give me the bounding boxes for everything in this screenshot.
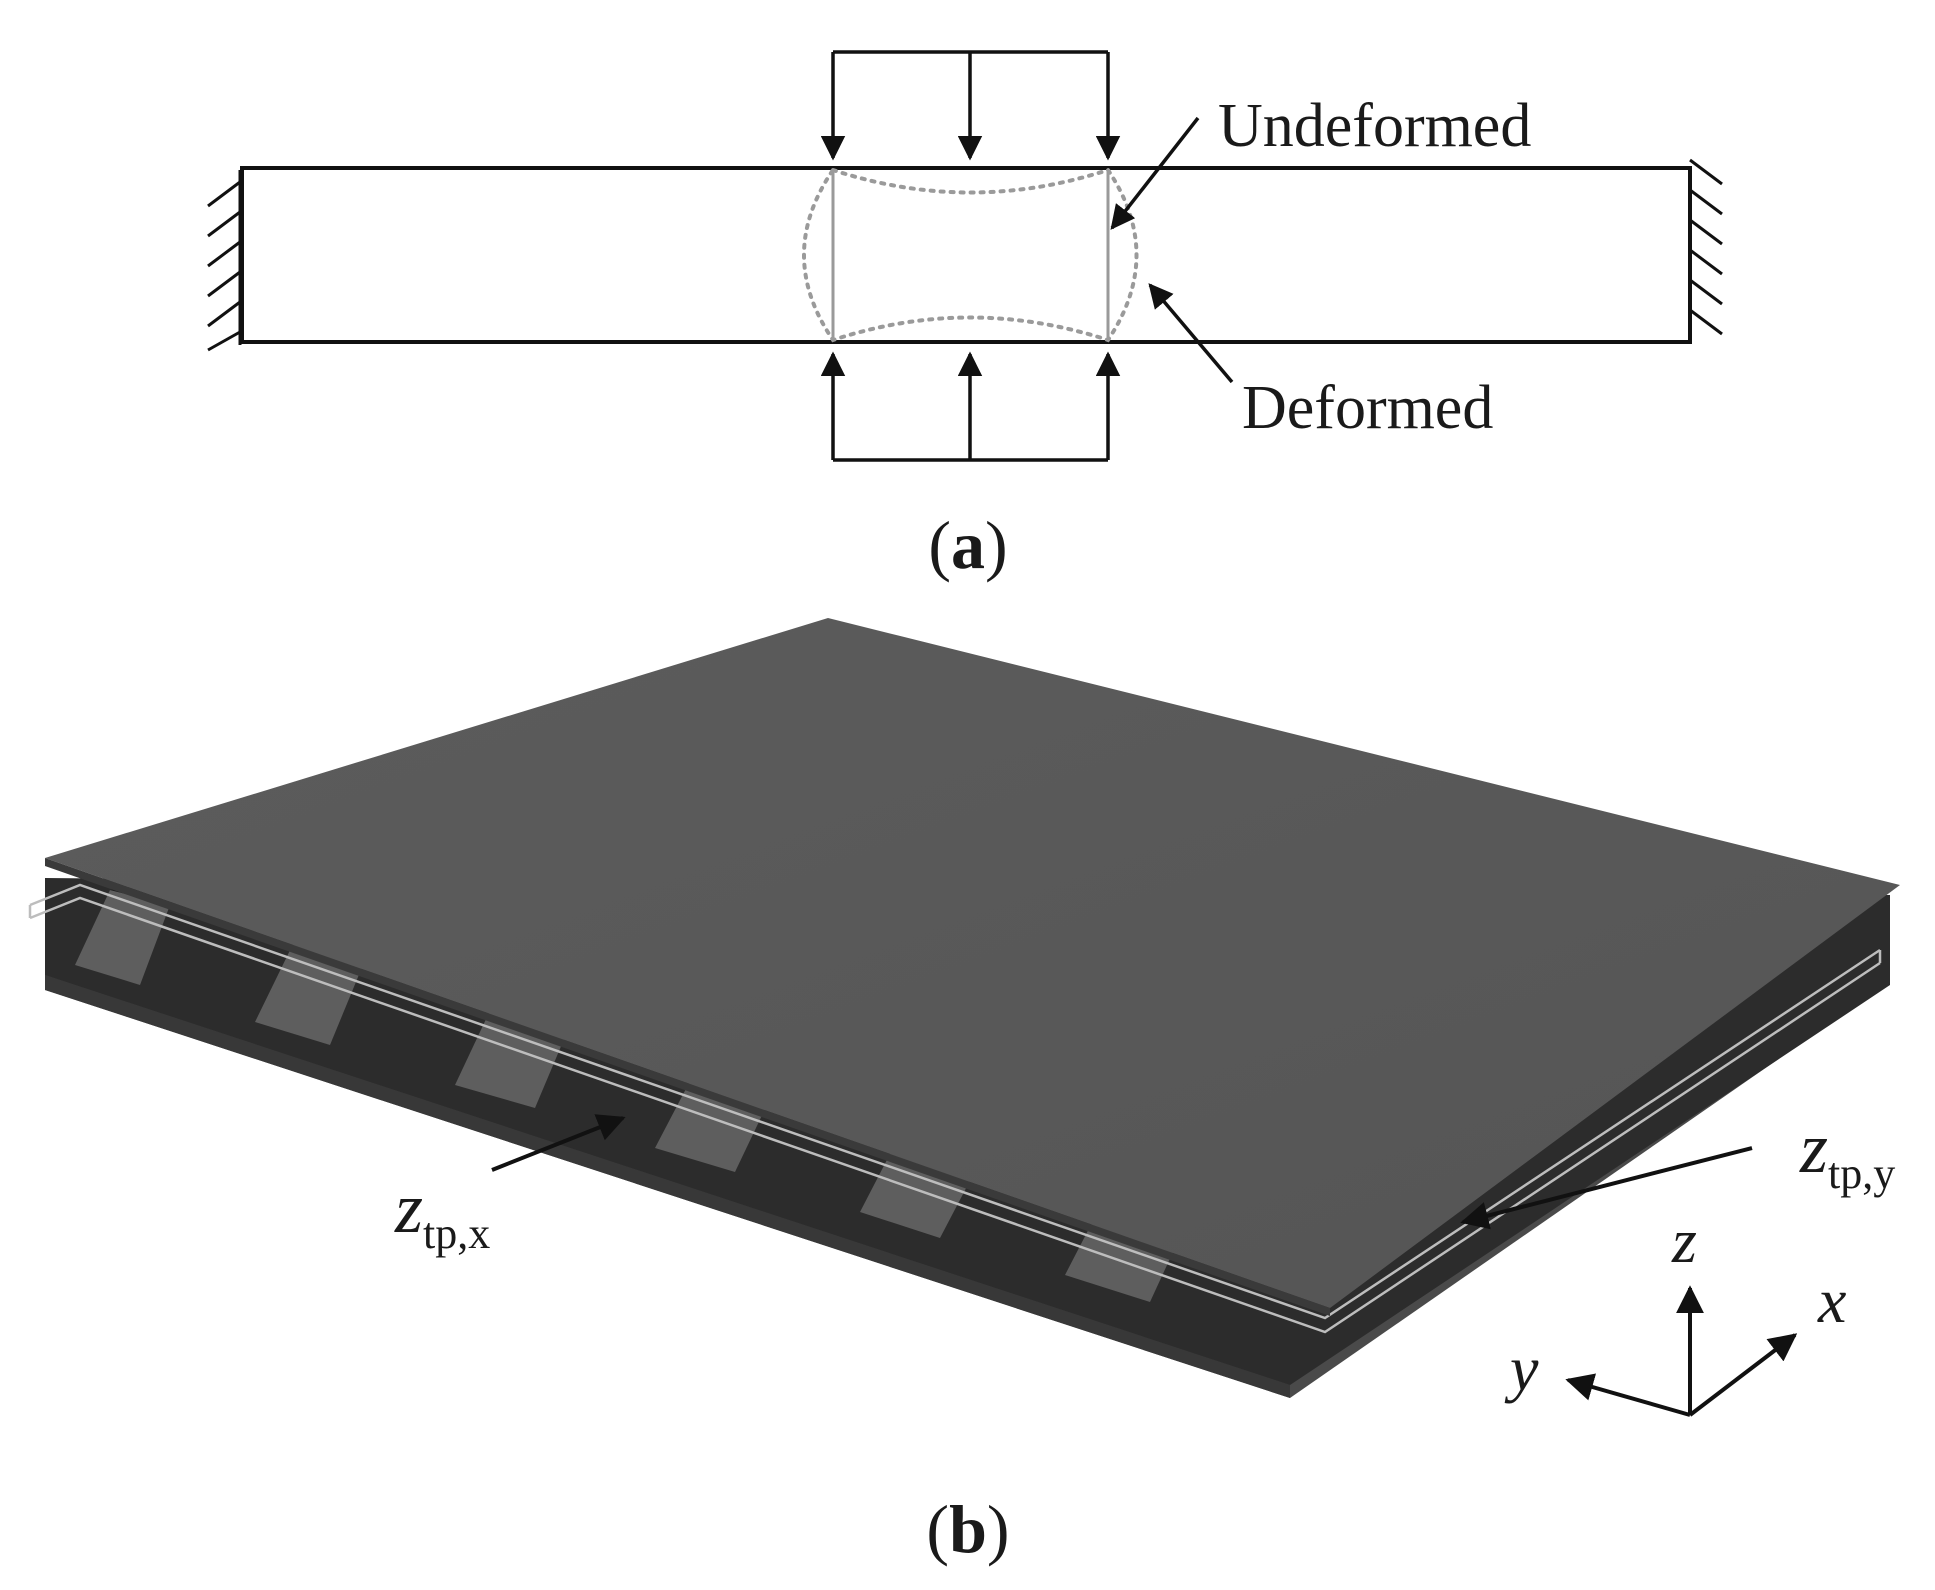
left-support-hatch	[207, 170, 242, 352]
deformed-element-outline	[802, 167, 1139, 343]
ztp-y-leader-arrow	[1460, 1146, 1753, 1230]
coordinate-axes	[1565, 1285, 1798, 1417]
panel-b-label: (b)	[926, 1491, 1009, 1567]
z-axis-label: z	[1671, 1205, 1697, 1276]
undeformed-leader-arrow	[1110, 116, 1200, 230]
top-load-frame	[820, 50, 1121, 161]
ztp-y-label: ztp,y	[1799, 1108, 1895, 1198]
top-face-sheet	[45, 618, 1900, 1308]
undeformed-element	[831, 170, 1110, 340]
ztp-x-label: ztp,x	[394, 1168, 490, 1258]
undeformed-label: Undeformed	[1218, 92, 1531, 160]
panel-b-diagram: ztp,x ztp,y z x y (b)	[28, 618, 1900, 1567]
deformed-label: Deformed	[1242, 374, 1493, 442]
beam-rectangle	[240, 166, 1692, 344]
reference-plane-wires	[28, 883, 1882, 1334]
ztp-x-leader-arrow	[491, 1114, 626, 1172]
right-support-hatch	[1689, 158, 1723, 336]
bottom-load-frame	[820, 351, 1121, 462]
panel-a-label: (a)	[928, 507, 1007, 583]
x-axis-label: x	[1817, 1265, 1846, 1336]
x-axis-arrow	[1688, 1333, 1798, 1417]
y-axis-arrow	[1565, 1373, 1691, 1417]
y-axis-label: y	[1504, 1333, 1539, 1404]
panel-a-diagram: Undeformed Deformed (a)	[207, 50, 1723, 583]
deformed-leader-arrow	[1148, 283, 1234, 384]
bottom-face-edge	[45, 975, 1290, 1398]
top-face-edge	[45, 858, 1330, 1316]
